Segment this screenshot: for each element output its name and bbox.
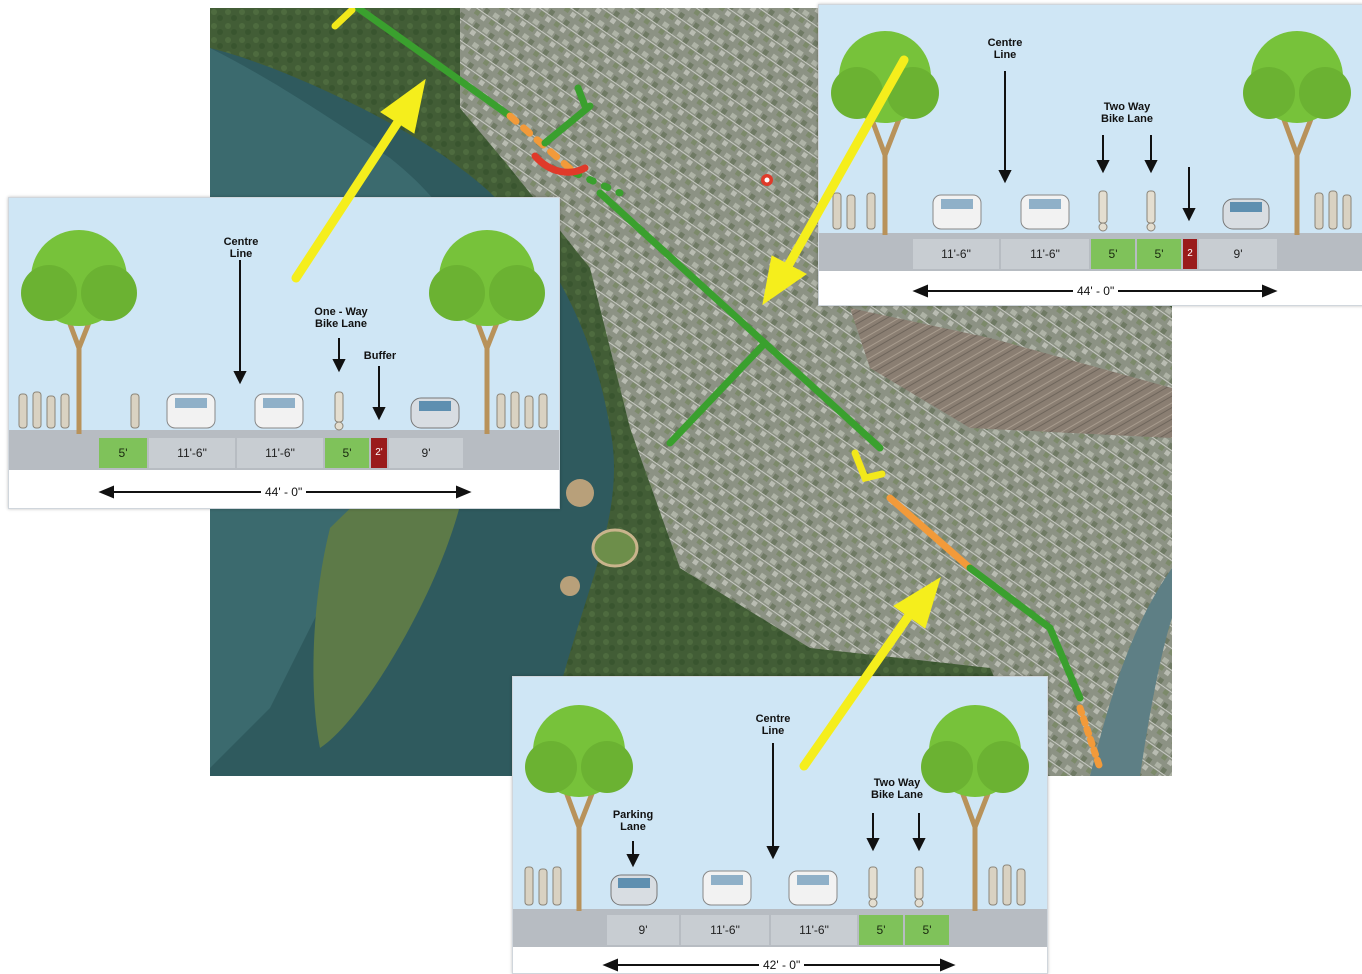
pedestrian-icon <box>832 190 1352 230</box>
cyclist-icon <box>868 866 924 908</box>
car-icon <box>410 397 460 429</box>
tree-icon <box>831 31 939 235</box>
lane-width-buffer: 2' <box>371 438 387 468</box>
tree-icon <box>525 705 633 911</box>
car-icon <box>1020 194 1070 230</box>
centre-line-label: Centre Line <box>223 236 259 260</box>
lane-width-bike: 5' <box>1091 239 1135 269</box>
tree-icon <box>921 705 1029 911</box>
total-width-label: 44' - 0" <box>1073 284 1119 298</box>
lane-width-bike: 5' <box>99 438 147 468</box>
pointer-arrow <box>291 78 426 283</box>
pointer-arrow <box>762 55 909 306</box>
lane-width-buffer: 2 <box>1183 239 1197 269</box>
car-icon <box>702 870 752 906</box>
location-pin-icon <box>761 174 773 186</box>
pedestrian-icon <box>18 391 548 429</box>
lane-width-parking: 9' <box>607 915 679 945</box>
cyclist-icon <box>334 391 344 431</box>
lane-width-bike: 5' <box>859 915 903 945</box>
pedestrian-icon <box>524 864 1026 906</box>
bike-lane-label: Two Way Bike Lane <box>871 777 923 801</box>
lane-width-travel: 11'-6" <box>771 915 857 945</box>
lane-width-bike: 5' <box>325 438 369 468</box>
car-icon <box>788 870 838 906</box>
car-icon <box>166 393 216 429</box>
car-icon <box>610 874 658 906</box>
lane-width-parking: 9' <box>389 438 463 468</box>
bike-lane-label: One - Way Bike Lane <box>314 306 368 330</box>
tree-icon <box>429 230 545 434</box>
car-icon <box>254 393 304 429</box>
lane-width-travel: 11'-6" <box>913 239 999 269</box>
buffer-label: Buffer <box>363 350 397 362</box>
lane-width-bike: 5' <box>1137 239 1181 269</box>
total-width-label: 44' - 0" <box>261 485 307 499</box>
pointer-arrow <box>799 576 941 771</box>
lane-width-bike: 5' <box>905 915 949 945</box>
cross-section-two-way: Centre Line Two Way Bike Lane 11'-6" 11'… <box>818 4 1362 306</box>
car-icon <box>932 194 982 230</box>
tree-icon <box>21 230 137 434</box>
centre-line-label: Centre Line <box>755 713 791 737</box>
bike-lane-label: Two Way Bike Lane <box>1101 101 1153 125</box>
cross-section-one-way: Centre Line One - Way Bike Lane Buffer 5… <box>8 197 560 509</box>
lane-width-travel: 11'-6" <box>681 915 769 945</box>
total-width-label: 42' - 0" <box>759 958 805 972</box>
parking-lane-label: Parking Lane <box>612 809 654 833</box>
lane-width-travel: 11'-6" <box>1001 239 1089 269</box>
cross-section-parking-two-way: Centre Line Parking Lane Two Way Bike La… <box>512 676 1048 974</box>
car-icon <box>1222 198 1270 230</box>
lane-width-parking: 9' <box>1199 239 1277 269</box>
lane-width-travel: 11'-6" <box>149 438 235 468</box>
lane-width-travel: 11'-6" <box>237 438 323 468</box>
tree-icon <box>1243 31 1351 235</box>
centre-line-label: Centre Line <box>987 37 1023 61</box>
cyclist-icon <box>1098 190 1156 232</box>
